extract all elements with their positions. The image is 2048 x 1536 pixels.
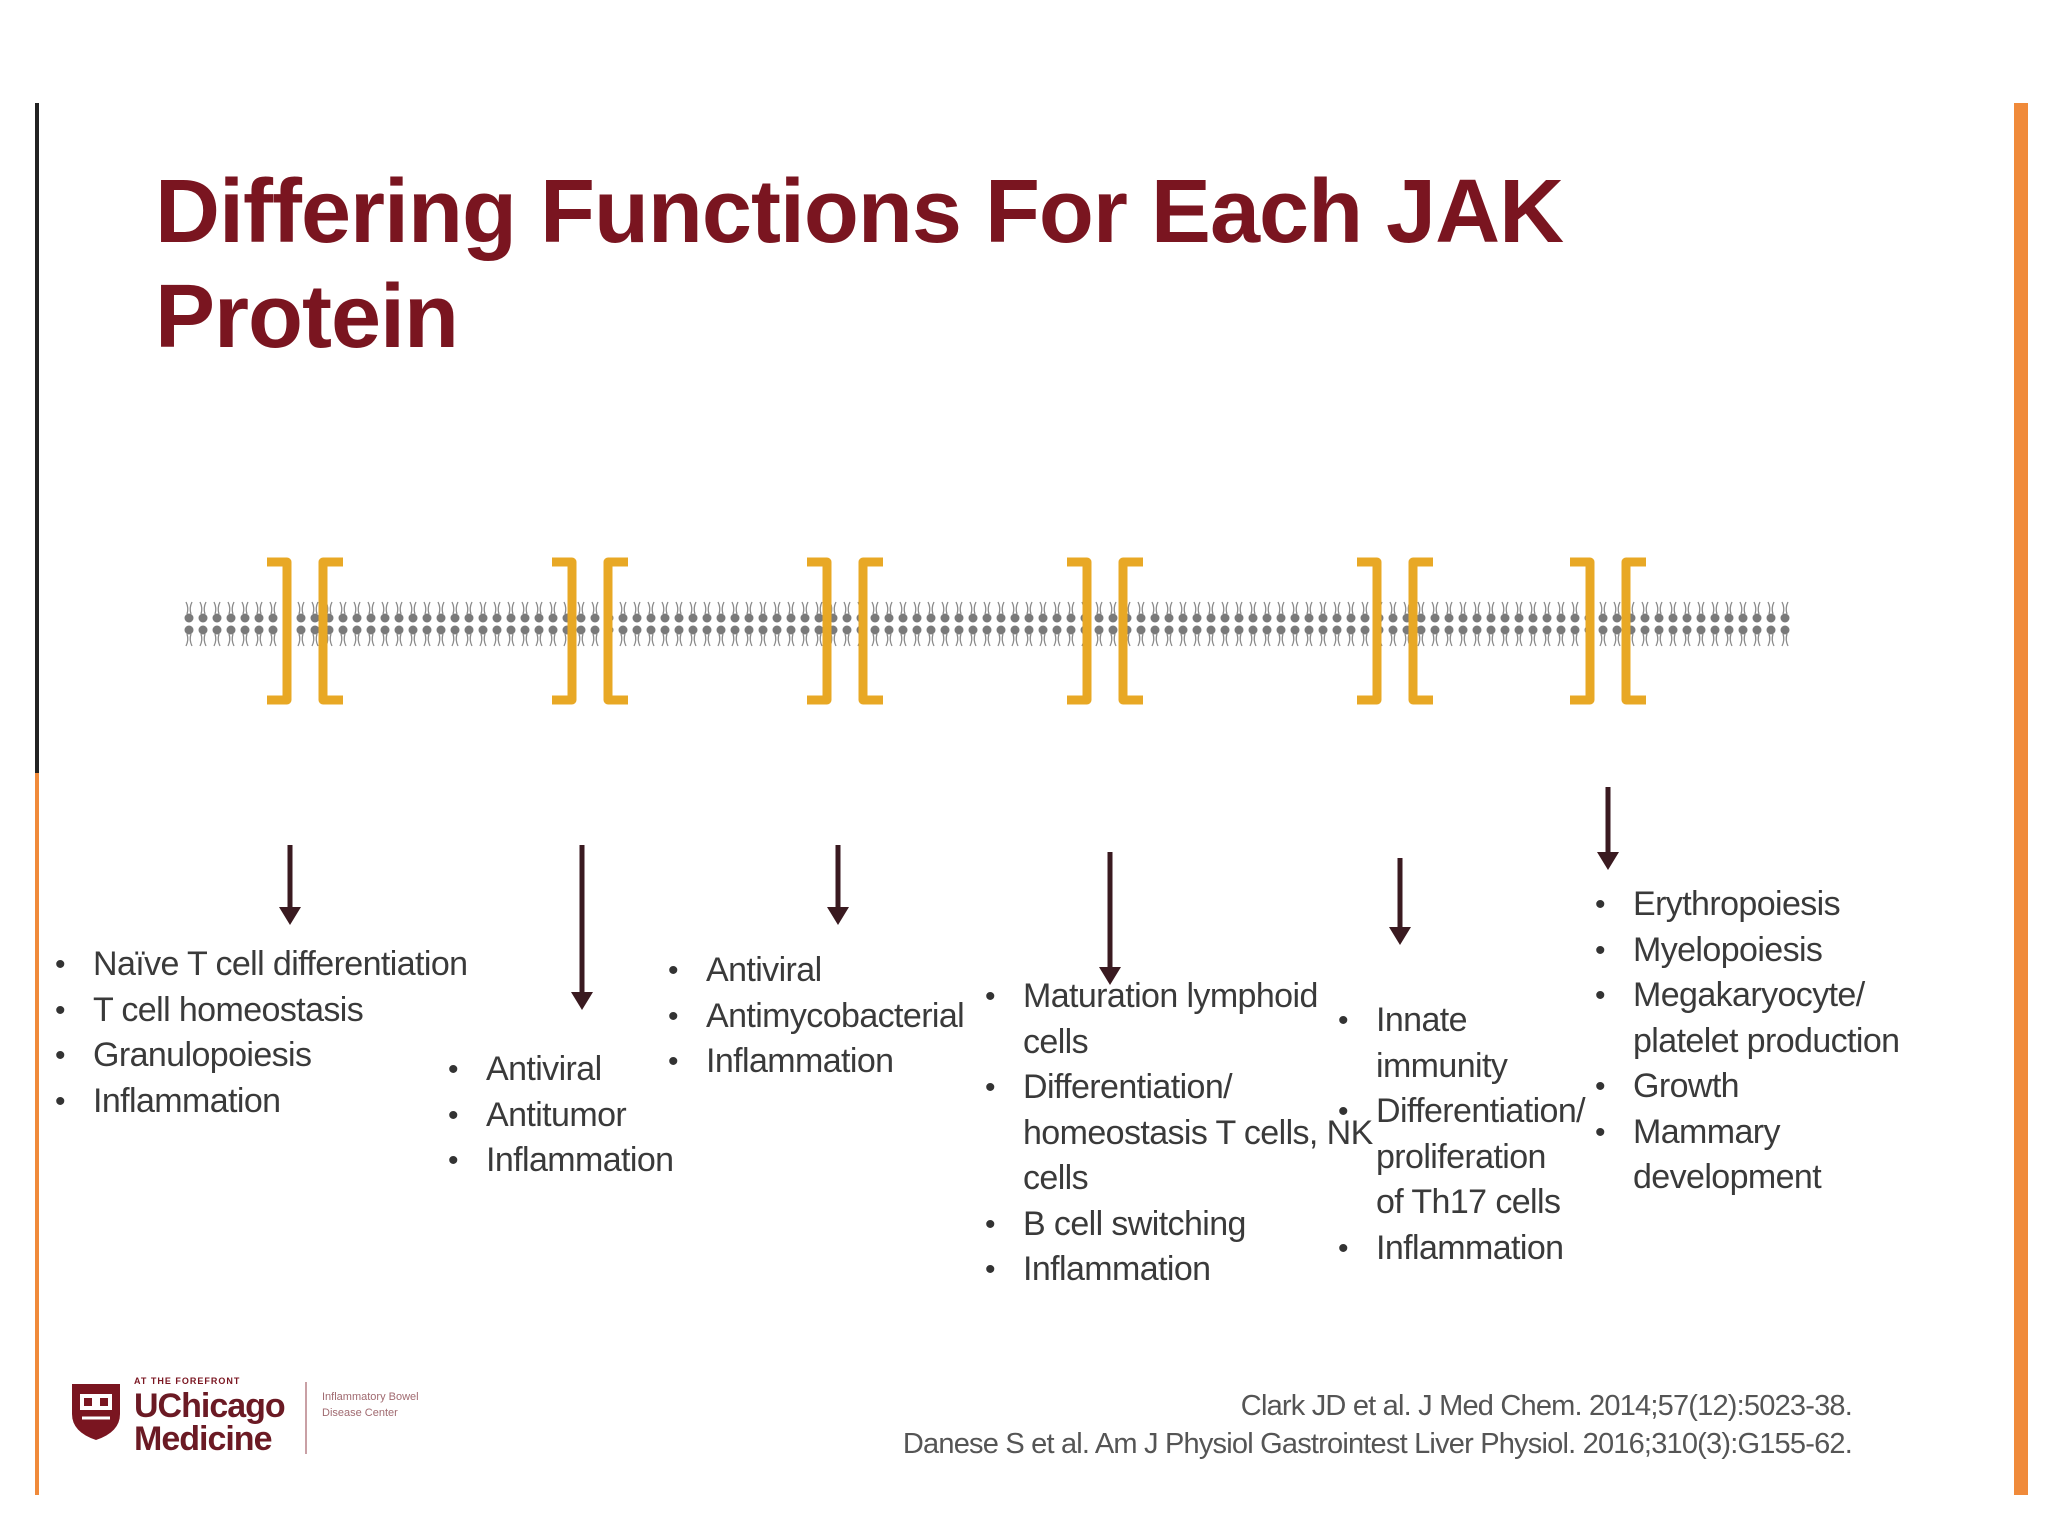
- receptor-1: [267, 557, 343, 705]
- arrowhead-1: [279, 907, 301, 925]
- receptor-2: [552, 557, 628, 705]
- function-item: Inflammation: [985, 1247, 1375, 1293]
- function-item: Inflammation: [448, 1138, 718, 1184]
- pair-4-jak1-box: JAK1: [1035, 715, 1173, 771]
- function-item: Granulopoiesis: [55, 1033, 575, 1079]
- protein-label: TYK2: [1357, 790, 1435, 827]
- pair-2-jak1-box: JAK1: [520, 715, 656, 771]
- reference-line: Danese S et al. Am J Physiol Gastrointes…: [902, 1428, 1853, 1460]
- function-item: Erythropoiesis: [1595, 882, 1975, 928]
- function-item: Maturation lymphoid cells: [985, 974, 1375, 1065]
- receptor-6: [1570, 557, 1646, 705]
- protein-label: JAK2: [1356, 722, 1430, 759]
- function-item: Differentiation/ homeostasis T cells, NK…: [985, 1065, 1375, 1202]
- pair-5-tyk2-box: TYK2: [1313, 781, 1479, 837]
- arrowhead-2: [571, 992, 593, 1010]
- receptor-5: [1357, 557, 1433, 705]
- pair-5-functions: Innate immunity Differentiation/ prolife…: [1338, 998, 1586, 1272]
- function-item: Antiviral: [448, 1047, 718, 1093]
- protein-label: JAK1: [551, 724, 625, 761]
- protein-label: TYK2: [549, 790, 627, 827]
- arrowhead-3: [827, 907, 849, 925]
- receptor-3: [807, 557, 883, 705]
- protein-label: JAK3: [1067, 790, 1141, 827]
- function-item: Inflammation: [55, 1079, 575, 1125]
- function-item: Naïve T cell differentiation: [55, 942, 575, 988]
- right-accent-bar: [2014, 103, 2028, 1495]
- receptor-chain: [552, 557, 577, 705]
- pair-1-tyk2-box: TYK2: [118, 777, 272, 833]
- pair-3-jak1-box: JAK1: [775, 715, 913, 771]
- function-item: Antitumor: [448, 1093, 718, 1139]
- pair-1-functions: Naïve T cell differentiation T cell home…: [55, 942, 575, 1124]
- function-item: Inflammation: [668, 1039, 1018, 1085]
- arrowhead-5: [1389, 927, 1411, 945]
- pair-2-functions: Antiviral Antitumor Inflammation: [448, 1047, 718, 1184]
- pair-4-functions: Maturation lymphoid cells Differentiatio…: [985, 974, 1375, 1293]
- protein-label: JAK2: [807, 790, 881, 827]
- left-accent-bar: [35, 773, 39, 1495]
- function-item: Innate immunity: [1338, 998, 1568, 1089]
- receptor-chain: [807, 557, 832, 705]
- protein-label: JAK2: [1570, 724, 1644, 761]
- left-border: [35, 103, 39, 773]
- function-item: T cell homeostasis: [55, 988, 575, 1034]
- pair-1-jak1-box: JAK1: [235, 715, 373, 771]
- receptor-chain: [1118, 557, 1143, 705]
- uchicago-crest-icon: [72, 1384, 120, 1440]
- logo-topline: AT THE FOREFRONT: [134, 1376, 241, 1386]
- function-item: B cell switching: [985, 1202, 1375, 1248]
- reference-line: Clark JD et al. J Med Chem. 2014;57(12):…: [1240, 1390, 1853, 1422]
- pair-4-jak3-box: JAK3: [1035, 781, 1173, 837]
- pair-6-functions: Erythropoiesis Myelopoiesis Megakaryocyt…: [1595, 882, 1975, 1201]
- receptor-chain: [267, 557, 292, 705]
- pair-2-tyk2-box: TYK2: [505, 781, 671, 837]
- arrowhead-6: [1597, 852, 1619, 870]
- receptor-chain: [603, 557, 628, 705]
- receptor-chain: [1621, 557, 1646, 705]
- receptor-chain: [1408, 557, 1433, 705]
- references: Clark JD et al. J Med Chem. 2014;57(12):…: [902, 1387, 1853, 1463]
- receptor-chain: [858, 557, 883, 705]
- function-item: Mammary development: [1595, 1110, 1975, 1201]
- receptor-chain: [1067, 557, 1092, 705]
- logo-subtext: Inflammatory Bowel Disease Center: [322, 1391, 419, 1419]
- protein-label: JAK1: [267, 724, 341, 761]
- function-item: Megakaryocyte/ platelet production: [1595, 973, 1975, 1064]
- logo-divider: [305, 1382, 307, 1454]
- function-item: Inflammation: [1338, 1226, 1568, 1272]
- receptor-chain: [318, 557, 343, 705]
- logo-wordmark: UChicago Medicine: [134, 1387, 286, 1458]
- receptor-chain: [1357, 557, 1382, 705]
- pair-1-jak2-box: JAK2: [315, 777, 453, 833]
- protein-label: JAK2: [347, 786, 421, 823]
- receptor-chain: [1570, 557, 1595, 705]
- slide-title: Differing Functions For Each JAK Protein: [155, 162, 1564, 367]
- protein-label: JAK1: [807, 724, 881, 761]
- receptors: [267, 557, 1646, 705]
- function-item: Growth: [1595, 1064, 1975, 1110]
- function-item: Differentiation/ proliferation of Th17 c…: [1338, 1089, 1586, 1226]
- function-item: Myelopoiesis: [1595, 928, 1975, 974]
- lipid-bilayer: [182, 600, 1792, 652]
- function-item: Antiviral: [668, 948, 1018, 994]
- function-item: Antimycobacterial: [668, 994, 1018, 1040]
- pair-3-jak2-box: JAK2: [775, 781, 913, 837]
- protein-label: JAK1: [1067, 724, 1141, 761]
- pair-5-jak2-box: JAK2: [1325, 713, 1461, 769]
- protein-label: TYK2: [156, 786, 234, 823]
- pair-6-jak2-box: JAK2: [1538, 715, 1676, 771]
- pair-3-functions: Antiviral Antimycobacterial Inflammation: [668, 948, 1018, 1085]
- receptor-4: [1067, 557, 1143, 705]
